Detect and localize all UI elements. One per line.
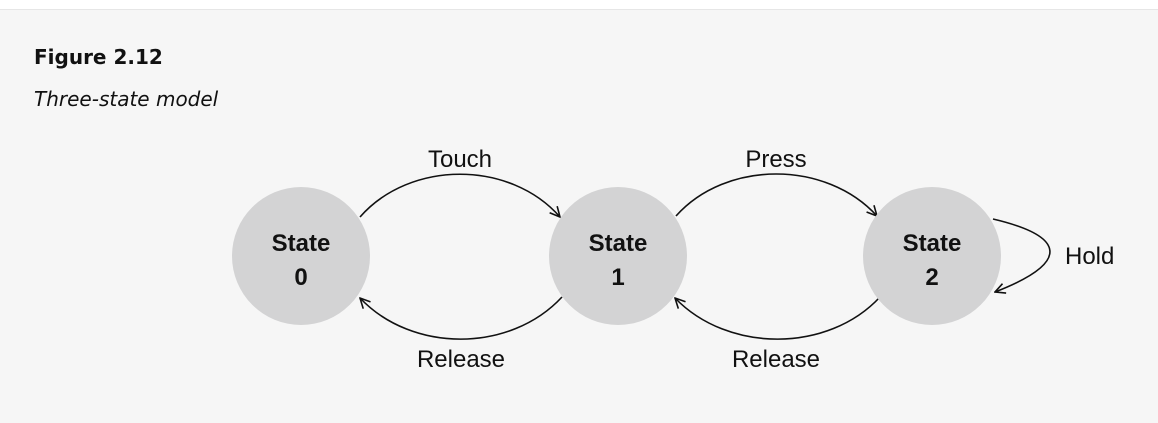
edge-label-touch: Touch xyxy=(428,146,492,173)
edge-touch xyxy=(359,173,560,217)
figure-label: Figure 2.12 xyxy=(34,45,163,69)
state-node-0-number: 0 xyxy=(294,264,307,291)
state-node-0-label: State xyxy=(272,230,331,257)
state-node-1-label: State xyxy=(589,230,648,257)
figure-caption: Three-state model xyxy=(34,87,219,111)
state-node-2-number: 2 xyxy=(925,264,938,291)
edge-label-release-1-0: Release xyxy=(417,346,505,373)
edge-hold xyxy=(992,218,1051,292)
state-node-1: State 1 xyxy=(549,187,687,325)
edge-press xyxy=(675,173,877,216)
edge-label-hold: Hold xyxy=(1065,243,1114,270)
edge-label-press: Press xyxy=(745,146,806,173)
state-node-2-label: State xyxy=(903,230,962,257)
state-node-0: State 0 xyxy=(232,187,370,325)
edge-release-1-0 xyxy=(360,296,563,340)
edge-label-release-2-1: Release xyxy=(732,346,820,373)
state-node-1-number: 1 xyxy=(611,264,624,291)
edge-release-2-1 xyxy=(675,296,881,340)
state-node-2: State 2 xyxy=(863,187,1001,325)
